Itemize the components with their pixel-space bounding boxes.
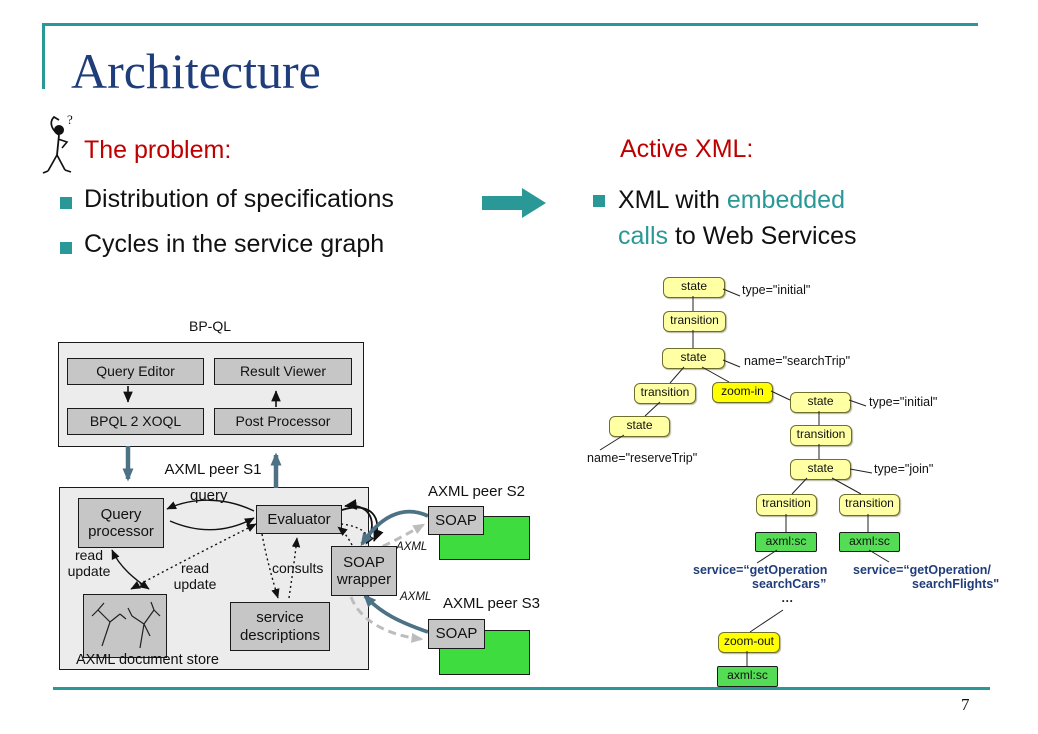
- problem-heading: The problem:: [84, 136, 232, 164]
- tree-node-state: state: [663, 277, 725, 298]
- tree-doc-icon: [91, 601, 161, 649]
- post-processor-box: Post Processor: [214, 408, 352, 435]
- tree-node-transition: transition: [756, 494, 817, 516]
- title-left-rule: [42, 23, 45, 89]
- bullet-text-plain: to Web Services: [668, 221, 857, 250]
- query-editor-box: Query Editor: [67, 358, 204, 385]
- evaluator-box: Evaluator: [256, 505, 342, 534]
- tree-annotation: name="searchTrip": [744, 354, 851, 368]
- bullet-icon: [60, 242, 72, 254]
- query-edge-label: query: [190, 487, 228, 504]
- footer-rule: [53, 687, 990, 690]
- query-processor-box: Query processor: [78, 498, 164, 548]
- result-viewer-box: Result Viewer: [214, 358, 352, 385]
- peer-s2-title: AXML peer S2: [428, 483, 525, 500]
- tree-node-axml-sc: axml:sc: [755, 532, 817, 552]
- service-annotation: service=“getOperation: [693, 563, 828, 577]
- tree-node-axml-sc: axml:sc: [839, 532, 900, 552]
- tree-ellipsis: …: [781, 591, 794, 605]
- service-descriptions-box: service descriptions: [230, 602, 330, 651]
- axml-edge-label-s2: AXML: [396, 541, 428, 553]
- svg-text:?: ?: [67, 112, 73, 127]
- thinking-person-icon: ?: [42, 112, 73, 174]
- tree-node-transition: transition: [663, 311, 726, 332]
- tree-node-state: state: [790, 392, 851, 413]
- consults-label: consults: [272, 560, 324, 576]
- tree-annotation: type="initial": [742, 283, 811, 297]
- service-annotation: service=“getOperation/: [853, 563, 991, 577]
- tree-node-zoom-out: zoom-out: [718, 632, 780, 653]
- active-xml-heading: Active XML:: [620, 135, 754, 163]
- tree-node-zoom-in: zoom-in: [712, 382, 773, 403]
- problem-bullet-1: Distribution of specifications: [84, 185, 394, 213]
- document-store-box: [83, 594, 167, 658]
- bpql-title: BP-QL: [188, 318, 231, 334]
- service-annotation: searchCars”: [752, 577, 827, 591]
- page-number: 7: [961, 695, 970, 714]
- bullet-text-highlight: embedded calls: [618, 186, 845, 250]
- tree-annotation: name="reserveTrip": [587, 451, 698, 465]
- axml-edge-label-s3: AXML: [400, 591, 432, 603]
- tree-node-transition: transition: [839, 494, 900, 516]
- tree-annotation: type="join": [874, 462, 934, 476]
- bpql2xoql-box: BPQL 2 XOQL: [67, 408, 204, 435]
- peer-s1-title: AXML peer S1: [164, 461, 262, 478]
- active-xml-bullet: XML with embedded calls to Web Services: [618, 183, 880, 254]
- tree-node-state: state: [790, 459, 851, 480]
- tree-node-transition: transition: [634, 383, 696, 404]
- problem-bullet-2: Cycles in the service graph: [84, 230, 385, 258]
- soap-wrapper-box: SOAP wrapper: [331, 546, 397, 596]
- top-rule: [42, 23, 978, 26]
- tree-node-axml-sc: axml:sc: [717, 666, 778, 687]
- tree-node-state: state: [662, 348, 725, 369]
- peer-s3-soap-box: SOAP: [428, 619, 485, 649]
- page-title: Architecture: [71, 43, 321, 99]
- bullet-icon: [593, 195, 605, 207]
- peer-s2-soap-box: SOAP: [428, 506, 484, 535]
- implies-arrow-icon: [482, 188, 546, 218]
- peer-s3-title: AXML peer S3: [443, 595, 540, 612]
- bullet-text-plain: XML with: [618, 186, 727, 214]
- tree-node-state: state: [609, 416, 670, 437]
- doc-store-label: AXML document store: [76, 652, 219, 668]
- tree-node-transition: transition: [790, 425, 852, 446]
- read-update-label-left: read update: [67, 547, 111, 579]
- read-update-label-mid: read update: [173, 560, 217, 592]
- service-annotation: searchFlights": [912, 577, 1000, 591]
- tree-annotation: type="initial": [869, 395, 938, 409]
- bullet-icon: [60, 197, 72, 209]
